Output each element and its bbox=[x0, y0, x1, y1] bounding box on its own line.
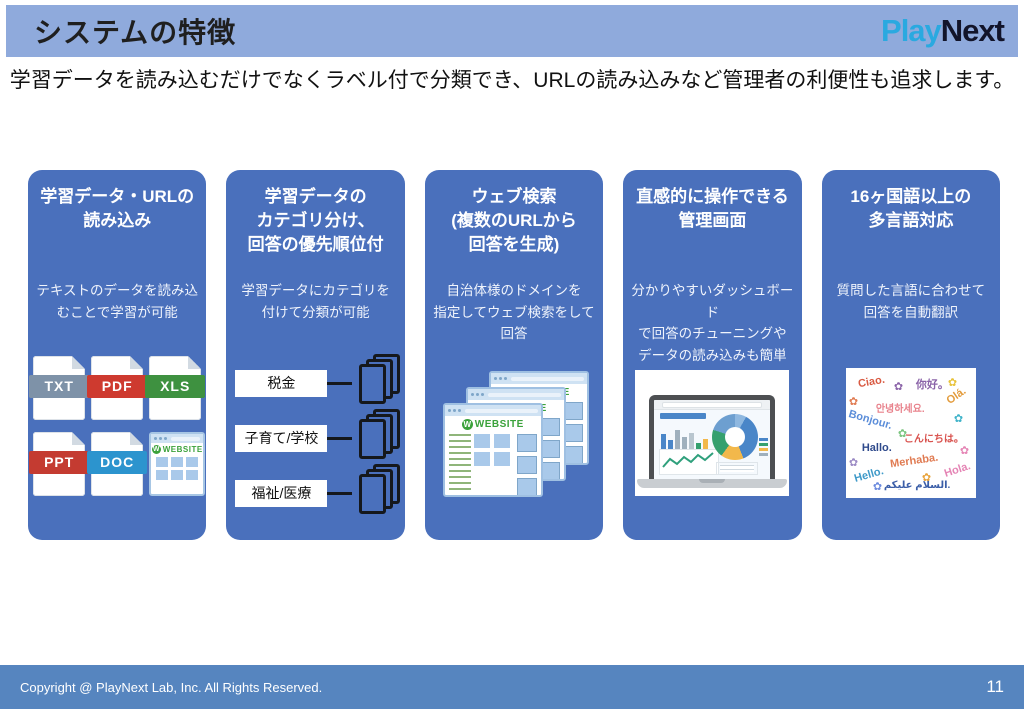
file-label: TXT bbox=[29, 375, 90, 398]
donut-chart-icon bbox=[712, 414, 759, 460]
laptop-base bbox=[637, 479, 788, 488]
bar-chart-icon bbox=[661, 424, 709, 454]
flower-icon: ✿ bbox=[897, 428, 908, 440]
connector-line bbox=[327, 381, 353, 385]
file-icons-illustration: TXT PDF XLS PPT DOC W WE bbox=[29, 356, 206, 496]
card-data-import: 学習データ・URLの 読み込み テキストのデータを読み込 むことで学習が可能 T… bbox=[28, 170, 207, 540]
logo-play-text: Play bbox=[881, 13, 942, 48]
page-number: 11 bbox=[986, 677, 1004, 696]
card-admin-screen: 直感的に操作できる 管理画面 分かりやすいダッシュボード で回答のチューニングや… bbox=[623, 170, 802, 540]
xls-file-icon: XLS bbox=[145, 356, 206, 420]
greeting-text: السلام عليكم. bbox=[883, 480, 951, 491]
flower-icon: ✿ bbox=[947, 377, 958, 389]
browser-titlebar bbox=[151, 434, 204, 443]
browser-toolbar bbox=[654, 400, 771, 410]
flower-icon: ✿ bbox=[921, 472, 932, 484]
file-label: PDF bbox=[87, 375, 148, 398]
chart-legend bbox=[759, 438, 769, 456]
flower-icon: ✿ bbox=[953, 413, 964, 425]
category-label: 税金 bbox=[235, 369, 328, 397]
w-badge-icon: W bbox=[151, 445, 161, 454]
laptop-screen bbox=[649, 395, 776, 479]
connector-line bbox=[327, 491, 353, 495]
card-title: 直感的に操作できる 管理画面 bbox=[636, 187, 789, 230]
line-chart-icon bbox=[659, 449, 720, 475]
flower-icon: ✿ bbox=[848, 457, 859, 469]
documents-stack-icon bbox=[352, 409, 401, 467]
card-categorization: 学習データの カテゴリ分け、 回答の優先順位付 学習データにカテゴリを 付けて分… bbox=[226, 170, 405, 540]
w-badge-icon: W bbox=[461, 419, 473, 430]
category-row: 子育て/学校 bbox=[235, 409, 401, 467]
dashboard-illustration bbox=[635, 370, 790, 496]
header-bar: システムの特徴 PlayNext bbox=[6, 5, 1018, 57]
card-body: 学習データにカテゴリを 付けて分類が可能 bbox=[241, 283, 390, 320]
card-title: ウェブ検索 (複数のURLから 回答を生成) bbox=[451, 187, 577, 254]
website-label: WEBSITE bbox=[474, 419, 524, 430]
flower-icon: ✿ bbox=[848, 396, 859, 408]
card-body: テキストのデータを読み込 むことで学習が可能 bbox=[36, 283, 198, 320]
website-logo: W WEBSITE bbox=[151, 443, 203, 455]
footer-bar: Copyright @ PlayNext Lab, Inc. All Right… bbox=[0, 665, 1024, 709]
greeting-text: Hallo. bbox=[861, 442, 892, 454]
flower-icon: ✿ bbox=[959, 445, 970, 457]
website-window-icon: W WEBSITE bbox=[442, 403, 543, 497]
greeting-text: Merhaba. bbox=[889, 451, 939, 471]
documents-stack-icon bbox=[352, 464, 401, 522]
greeting-text: こんにちは。 bbox=[903, 434, 964, 445]
card-body: 分かりやすいダッシュボード で回答のチューニングや データの読み込みも簡単 bbox=[631, 283, 794, 363]
category-row: 税金 bbox=[235, 354, 401, 412]
greeting-text: 你好。 bbox=[915, 379, 949, 391]
feature-cards: 学習データ・URLの 読み込み テキストのデータを読み込 むことで学習が可能 T… bbox=[28, 170, 1001, 540]
category-label: 福祉/医療 bbox=[235, 479, 328, 507]
card-web-search: ウェブ検索 (複数のURLから 回答を生成) 自治体様のドメインを 指定してウェ… bbox=[424, 170, 604, 540]
website-content-grid bbox=[151, 457, 203, 480]
multilingual-illustration: Ciao. 你好。 Olá. 안녕하세요. Bonjour. こんにちは。 Ha… bbox=[845, 368, 976, 498]
category-row: 福祉/医療 bbox=[235, 464, 401, 522]
greeting-text: 안녕하세요. bbox=[875, 404, 925, 415]
subtitle: 学習データを読み込むだけでなくラベル付で分類でき、URLの読み込みなど管理者の利… bbox=[9, 69, 1015, 92]
flower-icon: ✿ bbox=[872, 481, 883, 493]
card-title: 学習データ・URLの 読み込み bbox=[40, 187, 195, 230]
playnext-logo: PlayNext bbox=[881, 13, 1005, 49]
file-label: PPT bbox=[29, 451, 90, 474]
copyright-text: Copyright @ PlayNext Lab, Inc. All Right… bbox=[20, 679, 323, 695]
greeting-text: Hola. bbox=[942, 460, 972, 480]
flower-icon: ✿ bbox=[893, 381, 904, 393]
card-title: 学習データの カテゴリ分け、 回答の優先順位付 bbox=[247, 187, 384, 254]
card-body: 質問した言語に合わせて 回答を自動翻訳 bbox=[836, 283, 986, 320]
pdf-file-icon: PDF bbox=[87, 356, 148, 420]
website-label: WEBSITE bbox=[162, 445, 203, 454]
documents-stack-icon bbox=[352, 354, 401, 412]
greeting-text: Ciao. bbox=[856, 373, 886, 391]
progress-bar bbox=[660, 413, 707, 419]
connector-line bbox=[327, 436, 353, 440]
website-icon: W WEBSITE bbox=[149, 432, 206, 496]
card-multilingual: 16ヶ国語以上の 多言語対応 質問した言語に合わせて 回答を自動翻訳 Ciao.… bbox=[821, 170, 1001, 540]
page-title: システムの特徴 bbox=[34, 17, 237, 48]
doc-file-icon: DOC bbox=[87, 432, 148, 496]
ppt-file-icon: PPT bbox=[29, 432, 90, 496]
card-body: 自治体様のドメインを 指定してウェブ検索をして 回答 bbox=[433, 283, 595, 342]
file-label: DOC bbox=[87, 451, 148, 474]
file-label: XLS bbox=[145, 375, 206, 398]
txt-file-icon: TXT bbox=[29, 356, 90, 420]
laptop-icon bbox=[637, 395, 788, 488]
card-title: 16ヶ国語以上の 多言語対応 bbox=[850, 187, 972, 230]
category-label: 子育て/学校 bbox=[235, 424, 328, 452]
logo-next-text: Next bbox=[940, 13, 1005, 48]
text-panel bbox=[716, 462, 759, 475]
